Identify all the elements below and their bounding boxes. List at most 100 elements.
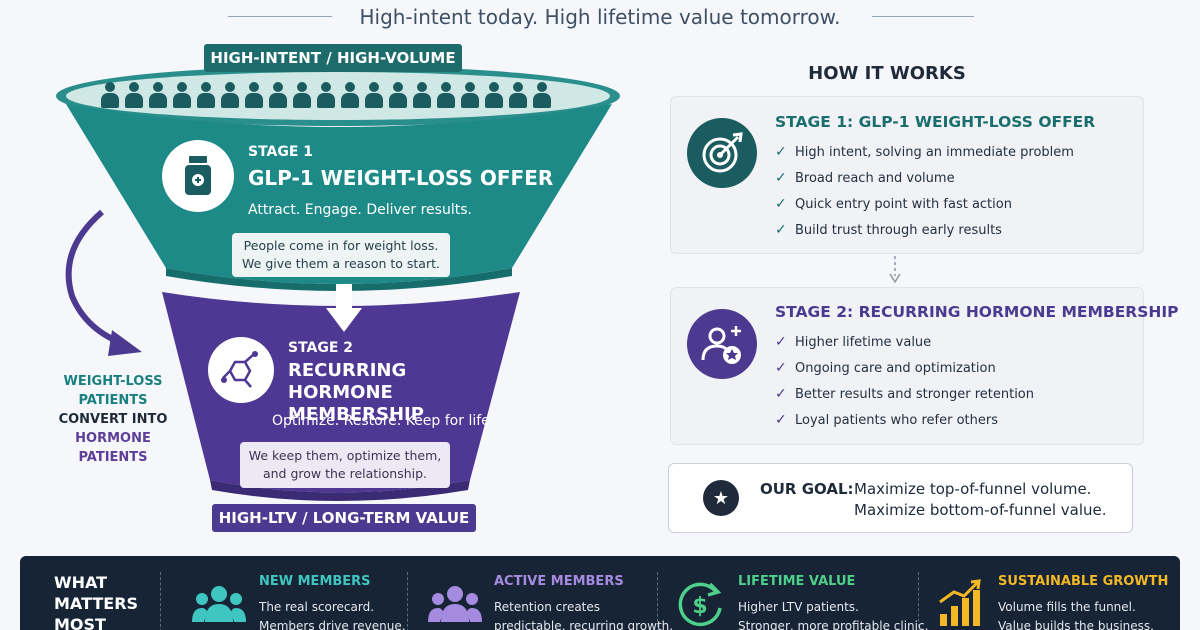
check-icon: ✓ [775,334,787,350]
band-divider [657,572,658,630]
list-item: ✓Loyal patients who refer others [775,407,1034,433]
check-icon: ✓ [775,222,787,238]
stage1-bullet-list: ✓ High intent, solving an immediate probl… [775,139,1074,243]
person-icon [388,82,408,110]
bullet-text: Better results and stronger retention [795,386,1035,402]
stage2-bullet-list: ✓ Higher lifetime value ✓ Ongoing care and… [775,329,1034,433]
what-matters-title: WHAT MATTERS MOST [54,572,138,630]
check-icon: ✓ [775,360,787,376]
person-icon [172,82,192,110]
stage2-label: STAGE 2 [288,340,354,356]
stage1-subtitle: Attract. Engage. Deliver results. [248,202,472,218]
stage2-note: We keep them, optimize them, and grow th… [240,442,450,488]
person-icon [244,82,264,110]
funnel-bottom-label: HIGH-LTV / LONG-TERM VALUE [212,504,476,532]
person-icon [412,82,432,110]
stage2-card-icon-badge [687,309,757,379]
bullet-text: Quick entry point with fast action [795,196,1012,212]
stage1-icon-badge [162,140,234,212]
stage1-note: People come in for weight loss. We give … [232,233,450,277]
list-item: ✓ Higher lifetime value [775,329,1034,355]
person-icon [268,82,288,110]
goal-label: OUR GOAL: [760,480,854,498]
person-icon [292,82,312,110]
conversion-line: PATIENTS [78,393,148,408]
member-star-icon [701,326,741,364]
list-item: ✓ Build trust through early results [775,217,1074,243]
list-item: ✓ Ongoing care and optimization [775,355,1034,381]
stage2-subtitle: Optimize. Restore. Keep for life. [272,413,495,429]
stage2-funnel-edge [210,480,470,501]
conversion-line: HORMONE [75,431,151,446]
bullet-text: Ongoing care and optimization [795,360,996,376]
dollar-cycle-icon: $ [678,582,722,627]
person-icon [508,82,528,110]
medicine-bottle-icon [185,156,211,195]
stage2-card-title: STAGE 2: RECURRING HORMONE MEMBERSHIP [775,303,1179,321]
list-item: ✓Better results and stronger retention [775,381,1034,407]
what-matters-title-line: MOST [54,615,106,630]
stage2-note-line: and grow the relationship. [262,466,428,481]
stage2-title-line: RECURRING HORMONE [288,360,407,403]
bullet-text: Broad reach and volume [795,170,955,186]
metric-title: NEW MEMBERS [259,574,371,589]
check-icon: ✓ [775,196,787,212]
list-item: ✓ Broad reach and volume [775,165,1074,191]
person-icon [436,82,456,110]
group-icon [428,586,482,622]
metric-line: Retention creates [494,600,601,614]
funnel-top-label: HIGH-INTENT / HIGH-VOLUME [204,44,462,72]
target-icon [702,132,743,173]
band-divider [407,572,408,630]
stage1-funnel-edge [166,268,512,291]
conversion-line: WEIGHT-LOSS [63,374,163,389]
person-icon [124,82,144,110]
metric-line: The real scorecard. [259,600,375,614]
metric-line: predictable, recurring growth. [494,619,674,630]
person-icon [364,82,384,110]
tagline-row: High-intent today. High lifetime value t… [0,2,1200,30]
svg-text:$: $ [692,594,707,619]
metric-line: Stronger, more profitable clinic. [738,619,929,630]
bullet-text: Higher lifetime value [795,334,932,350]
person-icon [196,82,216,110]
stage2-note-line: We keep them, optimize them, [248,448,442,463]
person-icon [532,82,552,110]
person-icon [100,82,120,110]
list-item: ✓ Quick entry point with fast action [775,191,1074,217]
star-icon: ★ [703,480,739,516]
stage1-card-title: STAGE 1: GLP-1 WEIGHT-LOSS OFFER [775,113,1096,131]
what-matters-title-line: WHAT [54,573,108,592]
stage2-title-line: MEMBERSHIP [288,404,424,425]
tagline-left-rule [228,16,332,17]
bullet-text: Build trust through early results [795,222,1002,238]
stage1-label: STAGE 1 [248,144,314,160]
person-icon [340,82,360,110]
stage2-title: RECURRING HORMONE MEMBERSHIP [288,360,498,426]
what-matters-title-line: MATTERS [54,594,139,613]
dashed-arrow-icon [889,256,901,284]
goal-card [668,463,1133,533]
person-icon [316,82,336,110]
check-icon: ✓ [775,412,787,428]
stage2-icon-badge [208,337,274,403]
goal-line: Maximize bottom-of-funnel value. [854,501,1107,519]
metric-line: Value builds the business. [998,619,1154,630]
bullet-text: High intent, solving an immediate proble… [795,144,1074,160]
person-icon [148,82,168,110]
molecule-icon [221,351,258,388]
metric-title: LIFETIME VALUE [738,574,856,589]
stage1-note-line: People come in for weight loss. [243,238,439,253]
metric-line: Higher LTV patients. [738,600,859,614]
person-icon [484,82,504,110]
person-icon [460,82,480,110]
list-item: ✓ High intent, solving an immediate probl… [775,139,1074,165]
metric-line: Members drive revenue. [259,619,406,630]
check-icon: ✓ [775,144,787,160]
stage1-title: GLP-1 WEIGHT-LOSS OFFER [248,166,554,190]
check-icon: ✓ [775,170,787,186]
crowd-icon-row [100,82,570,112]
conversion-caption: WEIGHT-LOSS PATIENTS CONVERT INTO HORMON… [56,372,170,467]
metric-line: Volume fills the funnel. [998,600,1136,614]
how-it-works-heading: HOW IT WORKS [808,63,966,84]
